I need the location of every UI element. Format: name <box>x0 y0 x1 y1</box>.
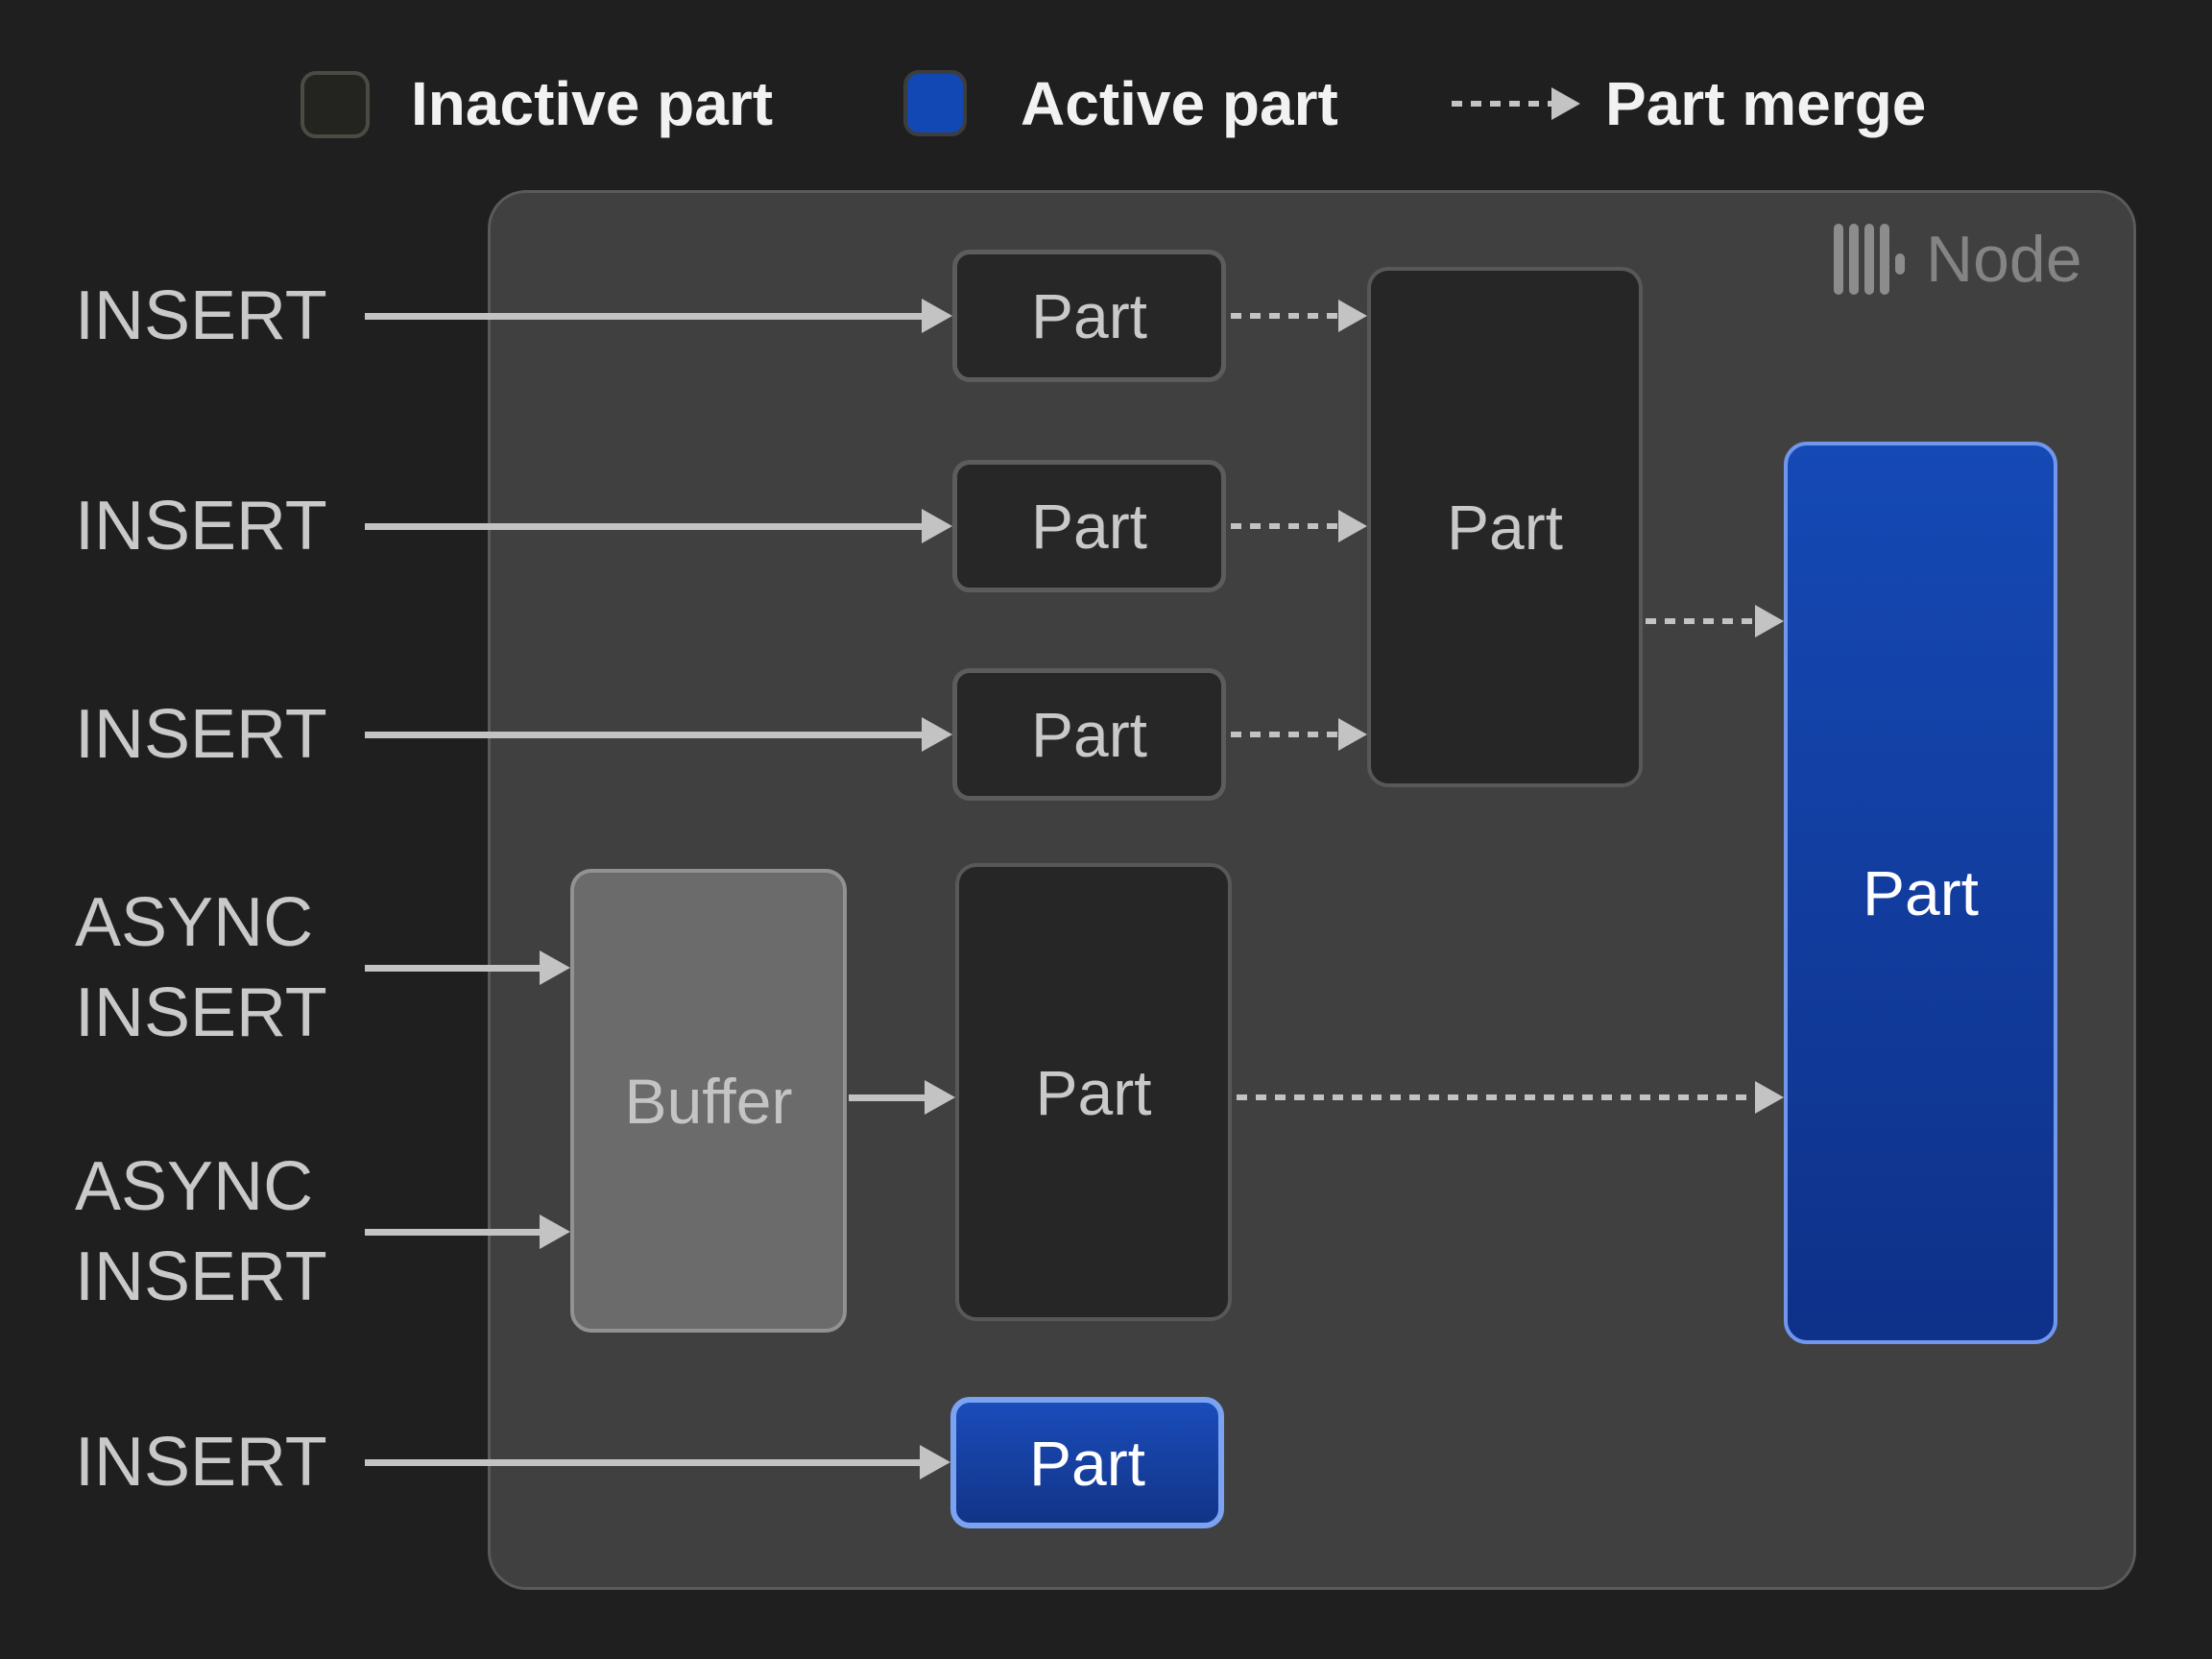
legend-active-swatch <box>903 70 967 136</box>
buffered-part-box: Part <box>955 863 1232 1321</box>
part-box-1: Part <box>952 250 1226 382</box>
arrow-insert-2 <box>365 509 952 543</box>
arrow-insert-3 <box>365 717 952 752</box>
logo-bar <box>1834 224 1843 295</box>
legend-merge-label: Part merge <box>1605 69 1927 138</box>
arrow-insert-1 <box>365 299 952 333</box>
label-async-insert-2: ASYNC INSERT <box>75 1148 327 1315</box>
legend-inactive-label: Inactive part <box>411 69 774 138</box>
arrow-async-insert-1 <box>365 950 570 985</box>
arrowhead-icon <box>922 509 952 543</box>
merge-arrow-buffered-to-active <box>1237 1080 1784 1115</box>
line <box>365 1228 540 1236</box>
arrowhead-icon <box>1338 300 1367 332</box>
part-label: Part <box>1030 491 1148 562</box>
dashed-line <box>1237 1094 1755 1100</box>
active-part-box-small: Part <box>950 1397 1224 1528</box>
arrowhead-icon <box>540 950 570 985</box>
legend-active-label: Active part <box>1021 69 1338 138</box>
part-box-2: Part <box>952 460 1226 592</box>
line <box>365 312 922 320</box>
line <box>365 1458 920 1466</box>
part-box-3: Part <box>952 668 1226 801</box>
part-label: Part <box>1030 699 1148 770</box>
part-label: Part <box>1028 1427 1146 1499</box>
label-async-insert-1: ASYNC INSERT <box>75 884 327 1051</box>
node-label: Node <box>1926 223 2082 296</box>
logo-bar <box>1895 253 1905 275</box>
arrowhead-icon <box>1755 605 1784 637</box>
line <box>365 964 540 972</box>
part-label: Part <box>1030 280 1148 351</box>
part-label: Part <box>1446 492 1564 563</box>
label-insert-2: INSERT <box>75 488 327 565</box>
label-insert-4: INSERT <box>75 1424 327 1501</box>
arrowhead-icon <box>922 299 952 333</box>
arrow-insert-4 <box>365 1445 950 1479</box>
arrowhead-icon <box>920 1445 950 1479</box>
logo-bar <box>1880 224 1889 295</box>
part-label: Part <box>1035 1056 1152 1128</box>
dashed-line <box>1231 523 1338 529</box>
merge-arrow-2 <box>1231 509 1367 543</box>
dashed-line <box>1231 313 1338 319</box>
dashed-line <box>1646 618 1755 624</box>
arrow-buffer-to-part <box>849 1080 955 1115</box>
buffer-label: Buffer <box>624 1065 793 1137</box>
logo-bar <box>1849 224 1859 295</box>
arrowhead-icon <box>540 1214 570 1249</box>
part-label: Part <box>1862 857 1980 928</box>
dashed-line <box>1231 732 1338 737</box>
legend-merge-arrow-icon <box>1452 86 1580 121</box>
arrowhead-icon <box>1338 510 1367 542</box>
merged-part-box: Part <box>1367 267 1643 787</box>
arrow-async-insert-2 <box>365 1214 570 1249</box>
arrowhead-icon <box>922 717 952 752</box>
merge-arrow-1 <box>1231 299 1367 333</box>
arrowhead-icon <box>1338 718 1367 751</box>
arrowhead-icon <box>1551 87 1580 120</box>
arrowhead-icon <box>1755 1081 1784 1114</box>
logo-bar <box>1864 224 1874 295</box>
dashed-line <box>1452 101 1551 107</box>
arrowhead-icon <box>925 1080 955 1115</box>
line <box>849 1094 925 1101</box>
line <box>365 522 922 530</box>
label-insert-3: INSERT <box>75 696 327 773</box>
merge-arrow-to-active <box>1646 604 1784 638</box>
buffer-box: Buffer <box>570 869 847 1333</box>
active-part-box-large: Part <box>1784 442 2057 1344</box>
line <box>365 731 922 738</box>
legend-inactive-swatch <box>301 71 370 138</box>
merge-arrow-3 <box>1231 717 1367 752</box>
label-insert-1: INSERT <box>75 277 327 354</box>
